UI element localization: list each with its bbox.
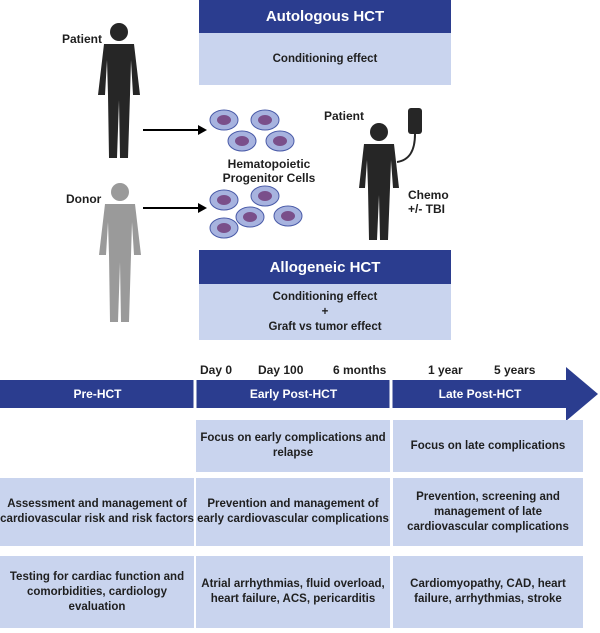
cells-label-line2: Progenitor Cells bbox=[222, 171, 316, 185]
tick-6-months: 6 months bbox=[333, 363, 387, 377]
early-complications-cell: Atrial arrhythmias, fluid overload, hear… bbox=[196, 556, 390, 628]
cell-icon bbox=[209, 109, 239, 131]
late-complications-cell: Cardiomyopathy, CAD, heart failure, arrh… bbox=[393, 556, 583, 628]
patient-right-figure bbox=[359, 123, 399, 240]
early-focus-cell: Focus on early complications and relapse bbox=[196, 420, 390, 472]
cell-icon bbox=[265, 130, 295, 152]
allogeneic-hct-body: Conditioning effect + Graft vs tumor eff… bbox=[199, 284, 451, 340]
early-prevention-cell: Prevention and management of early cardi… bbox=[196, 478, 390, 546]
phase-late-post-hct: Late Post-HCT bbox=[438, 387, 522, 401]
tick-day-0: Day 0 bbox=[200, 363, 233, 377]
donor-figure bbox=[99, 183, 141, 322]
autologous-hct-header: Autologous HCT bbox=[199, 0, 451, 33]
cell-icon bbox=[250, 109, 280, 131]
timeline-arrow bbox=[0, 367, 598, 421]
iv-bag-icon bbox=[396, 108, 422, 163]
late-prevention-cell: Prevention, screening and management of … bbox=[393, 478, 583, 546]
cell-icon bbox=[250, 185, 280, 207]
autologous-subtitle: Conditioning effect bbox=[272, 52, 378, 65]
cells-autologous bbox=[209, 109, 295, 152]
chemo-line2: +/- TBI bbox=[408, 202, 446, 216]
arrow-donor-to-cells bbox=[143, 203, 207, 213]
tick-1-year: 1 year bbox=[428, 363, 463, 377]
chemo-line1: Chemo bbox=[408, 188, 449, 202]
tick-day-100: Day 100 bbox=[258, 363, 304, 377]
allogeneic-line2: Graft vs tumor effect bbox=[268, 320, 382, 333]
cells-allogeneic bbox=[209, 185, 303, 239]
donor-label: Donor bbox=[66, 192, 102, 206]
phase-early-post-hct: Early Post-HCT bbox=[249, 387, 338, 401]
pre-hct-assessment-cell: Assessment and management of cardiovascu… bbox=[0, 478, 194, 546]
cells-label: Hematopoietic Progenitor Cells bbox=[210, 157, 328, 185]
patient-left-label: Patient bbox=[62, 32, 103, 46]
cell-icon bbox=[209, 189, 239, 211]
allogeneic-line1: Conditioning effect bbox=[272, 290, 378, 303]
phase-pre-hct: Pre-HCT bbox=[73, 387, 122, 401]
pre-hct-testing-cell: Testing for cardiac function and comorbi… bbox=[0, 556, 194, 628]
cell-icon bbox=[235, 206, 265, 228]
tick-5-years: 5 years bbox=[494, 363, 536, 377]
autologous-hct-body: Conditioning effect bbox=[199, 33, 451, 85]
patient-left-figure bbox=[98, 23, 140, 158]
allogeneic-hct-header: Allogeneic HCT bbox=[199, 250, 451, 284]
cells-label-line1: Hematopoietic bbox=[227, 157, 311, 171]
cell-icon bbox=[273, 205, 303, 227]
allogeneic-plus: + bbox=[321, 305, 329, 318]
cell-icon bbox=[227, 130, 257, 152]
cell-icon bbox=[209, 217, 239, 239]
patient-right-label: Patient bbox=[324, 109, 365, 123]
chemo-label: Chemo +/- TBI bbox=[408, 188, 449, 216]
arrow-patient-to-cells bbox=[143, 125, 207, 135]
late-focus-cell: Focus on late complications bbox=[393, 420, 583, 472]
